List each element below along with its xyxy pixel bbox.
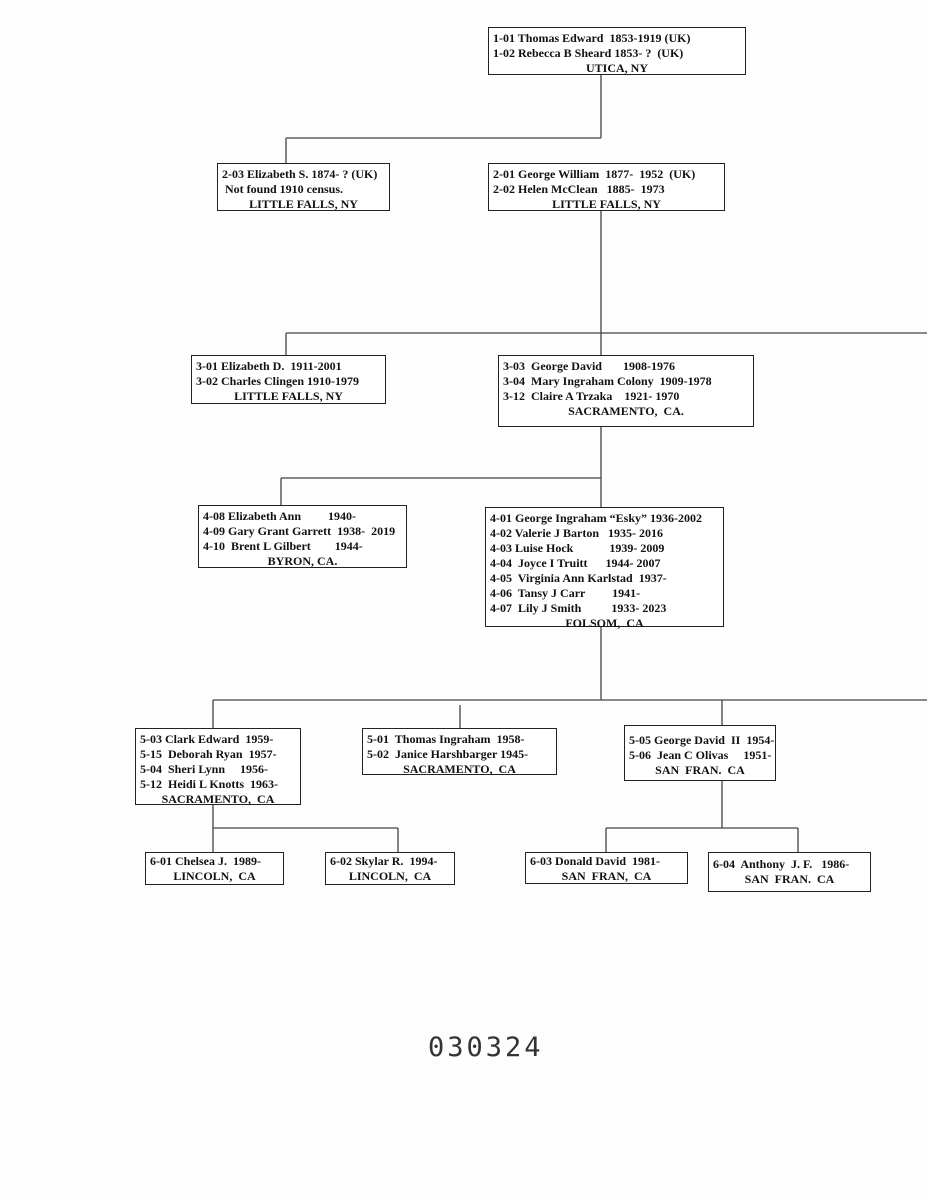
person-line: 5-01 Thomas Ingraham 1958- (367, 732, 525, 746)
person-line: 6-04 Anthony J. F. 1986- (713, 857, 850, 871)
person-line: 4-02 Valerie J Barton 1935- 2016 (490, 526, 663, 540)
person-box-anthony: 6-04 Anthony J. F. 1986-SAN FRAN. CA (708, 852, 871, 892)
place-label: BYRON, CA. (267, 554, 338, 568)
person-line: 5-06 Jean C Olivas 1951- (629, 748, 772, 762)
person-box-chelsea: 6-01 Chelsea J. 1989-LINCOLN, CA (145, 852, 284, 885)
person-line: 5-02 Janice Harshbarger 1945- (367, 747, 529, 761)
place-label: LINCOLN, CA (348, 869, 432, 883)
person-line: 3-01 Elizabeth D. 1911-2001 (196, 359, 342, 373)
person-line: 2-02 Helen McClean 1885- 1973 (493, 182, 665, 196)
date-stamp: 030324 (428, 1032, 544, 1063)
person-line: 5-05 George David II 1954- (629, 733, 775, 747)
person-line: 5-12 Heidi L Knotts 1963- (140, 777, 279, 791)
person-line: 6-02 Skylar R. 1994- (330, 854, 438, 868)
person-line: 4-05 Virginia Ann Karlstad 1937- (490, 571, 667, 585)
person-line: 4-10 Brent L Gilbert 1944- (203, 539, 363, 553)
place-label: SACRAMENTO, CA (403, 762, 516, 776)
person-line: 3-03 George David 1908-1976 (503, 359, 675, 373)
person-box-george-william: 2-01 George William 1877- 1952 (UK)2-02 … (488, 163, 725, 211)
person-box-donald-david: 6-03 Donald David 1981-SAN FRAN, CA (525, 852, 688, 884)
person-box-thomas-ingraham: 5-01 Thomas Ingraham 1958-5-02 Janice Ha… (362, 728, 557, 776)
place-label: SAN FRAN. CA (655, 763, 745, 777)
person-line: 3-02 Charles Clingen 1910-1979 (196, 374, 359, 388)
person-line: 2-03 Elizabeth S. 1874- ? (UK) (222, 167, 378, 181)
place-label: LITTLE FALLS, NY (234, 389, 343, 403)
place-label: LITTLE FALLS, NY (552, 197, 661, 211)
person-box-elizabeth-s: 2-03 Elizabeth S. 1874- ? (UK) Not found… (217, 163, 390, 211)
place-label: SACRAMENTO, CA. (568, 404, 684, 418)
person-line: 3-12 Claire A Trzaka 1921- 1970 (503, 389, 680, 403)
person-box-clark-edward: 5-03 Clark Edward 1959-5-15 Deborah Ryan… (135, 728, 301, 806)
person-line: 4-01 George Ingraham “Esky” 1936-2002 (490, 511, 702, 525)
person-line: 4-03 Luise Hock 1939- 2009 (490, 541, 665, 555)
person-box-george-david-ii: 5-05 George David II 1954-5-06 Jean C Ol… (624, 725, 776, 781)
person-line: 2-01 George William 1877- 1952 (UK) (493, 167, 696, 181)
person-line: 1-01 Thomas Edward 1853-1919 (UK) (493, 31, 691, 45)
place-label: SAN FRAN, CA (561, 869, 652, 883)
place-label: LINCOLN, CA (173, 869, 256, 883)
person-line: 4-07 Lily J Smith 1933- 2023 (490, 601, 667, 615)
person-line: 5-15 Deborah Ryan 1957- (140, 747, 277, 761)
person-line: Not found 1910 census. (222, 182, 344, 196)
person-line: 5-03 Clark Edward 1959- (140, 732, 274, 746)
place-label: UTICA, NY (585, 61, 648, 75)
person-line: 1-02 Rebecca B Sheard 1853- ? (UK) (493, 46, 684, 60)
person-line: 5-04 Sheri Lynn 1956- (140, 762, 269, 776)
person-box-generation-1: 1-01 Thomas Edward 1853-1919 (UK)1-02 Re… (488, 27, 746, 75)
place-label: FOLSOM, CA (565, 616, 644, 630)
person-line: 4-06 Tansy J Carr 1941- (490, 586, 641, 600)
person-line: 3-04 Mary Ingraham Colony 1909-1978 (503, 374, 712, 388)
person-line: 6-03 Donald David 1981- (530, 854, 661, 868)
person-line: 4-09 Gary Grant Garrett 1938- 2019 (203, 524, 396, 538)
person-line: 4-08 Elizabeth Ann 1940- (203, 509, 357, 523)
person-box-skylar: 6-02 Skylar R. 1994-LINCOLN, CA (325, 852, 455, 885)
place-label: SAN FRAN. CA (744, 872, 835, 886)
place-label: LITTLE FALLS, NY (249, 197, 358, 211)
person-line: 4-04 Joyce I Truitt 1944- 2007 (490, 556, 661, 570)
person-box-elizabeth-ann: 4-08 Elizabeth Ann 1940-4-09 Gary Grant … (198, 505, 407, 568)
place-label: SACRAMENTO, CA (161, 792, 275, 806)
person-line: 6-01 Chelsea J. 1989- (150, 854, 261, 868)
